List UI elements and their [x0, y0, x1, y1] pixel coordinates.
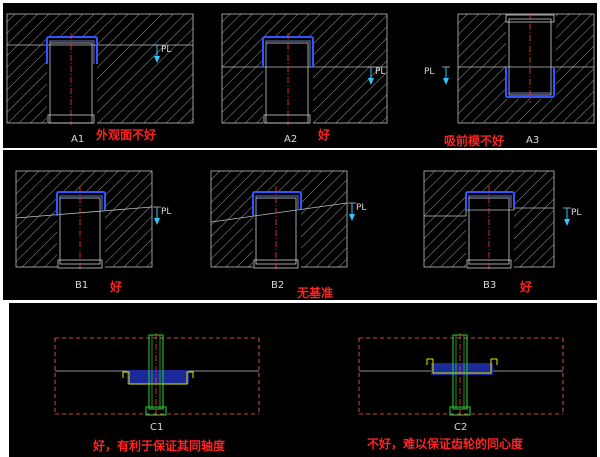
row-b-drawing: PL B1 好 PL B2 无基准: [15, 170, 581, 300]
evaluation-comment: 好: [317, 127, 330, 142]
row-c-drawing: C1 好，有利于保证其同轴度 C2 不好，难以保证齿轮的同心度: [54, 333, 564, 453]
evaluation-comment: 外观面不好: [96, 127, 156, 142]
parting-line-marker-a3: PL: [424, 66, 450, 85]
diagram-id-label: A3: [526, 135, 539, 146]
pl-label: PL: [375, 67, 385, 77]
pl-label: PL: [161, 45, 171, 55]
parting-line-marker-a1: PL: [153, 44, 171, 63]
diagram-a1: PL A1 外观面不好: [6, 13, 194, 145]
diagram-id-label: A1: [71, 134, 84, 145]
panel-row-a: PL A1 外观面不好 PL A2 好: [3, 3, 597, 148]
diagram-id-label: C1: [150, 422, 163, 433]
evaluation-comment: 吸前模不好: [444, 133, 504, 148]
parting-line-marker-a2: PL: [367, 66, 385, 85]
evaluation-comment: 不好，难以保证齿轮的同心度: [367, 436, 524, 451]
diagram-id-label: B2: [271, 280, 284, 291]
pl-label: PL: [161, 207, 171, 217]
evaluation-comment: 无基准: [296, 285, 333, 300]
diagram-id-label: B3: [483, 280, 496, 291]
diagram-a3: PL A3 吸前模不好: [424, 13, 595, 148]
panel-row-b: PL B1 好 PL B2 无基准: [3, 150, 597, 300]
diagram-b2: PL B2 无基准: [210, 170, 366, 300]
parting-line-marker-b1: PL: [153, 206, 171, 225]
diagram-c2: C2 不好，难以保证齿轮的同心度: [358, 333, 564, 451]
diagram-a2: PL A2 好: [221, 13, 388, 145]
panel-row-c: C1 好，有利于保证其同轴度 C2 不好，难以保证齿轮的同心度: [9, 303, 597, 457]
evaluation-comment: 好: [519, 279, 532, 294]
pl-label: PL: [571, 208, 581, 218]
diagram-id-label: B1: [75, 280, 88, 291]
diagram-b1: PL B1 好: [15, 170, 171, 294]
diagram-b3: PL B3 好: [423, 170, 581, 294]
pl-label: PL: [424, 67, 434, 77]
parting-line-marker-b3: PL: [563, 207, 581, 226]
evaluation-comment: 好: [109, 279, 122, 294]
diagram-c1: C1 好，有利于保证其同轴度: [54, 333, 260, 453]
diagram-id-label: C2: [454, 422, 467, 433]
row-a-drawing: PL A1 外观面不好 PL A2 好: [6, 13, 595, 148]
diagram-id-label: A2: [284, 134, 297, 145]
pl-label: PL: [356, 203, 366, 213]
evaluation-comment: 好，有利于保证其同轴度: [92, 438, 226, 453]
parting-line-marker-b2: PL: [348, 202, 366, 221]
